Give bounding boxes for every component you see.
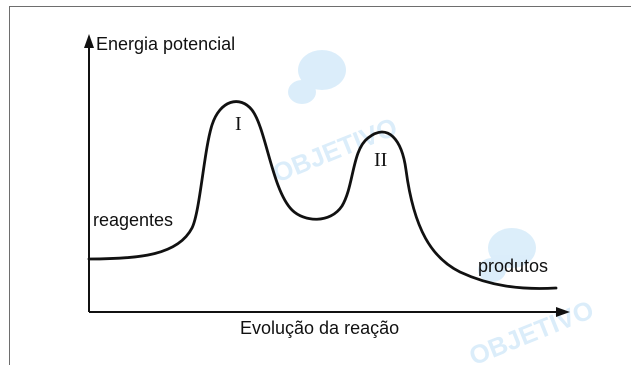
peak-1-label: I	[235, 113, 242, 135]
reactants-label: reagentes	[93, 210, 174, 230]
peak-2-label: II	[374, 149, 388, 171]
x-axis-arrowhead	[556, 307, 570, 317]
products-label: produtos	[478, 256, 549, 276]
y-axis-label: Energia potencial	[96, 34, 236, 54]
frame-top-border	[9, 6, 631, 7]
energy-curve	[87, 100, 558, 290]
frame-left-border	[9, 6, 10, 365]
x-axis-label: Evolução da reação	[240, 318, 400, 338]
watermark-text-bottom: OBJETIVO	[465, 294, 598, 365]
watermark-logo-bottom: OBJETIVO	[465, 228, 598, 365]
y-axis-arrowhead	[84, 34, 94, 48]
